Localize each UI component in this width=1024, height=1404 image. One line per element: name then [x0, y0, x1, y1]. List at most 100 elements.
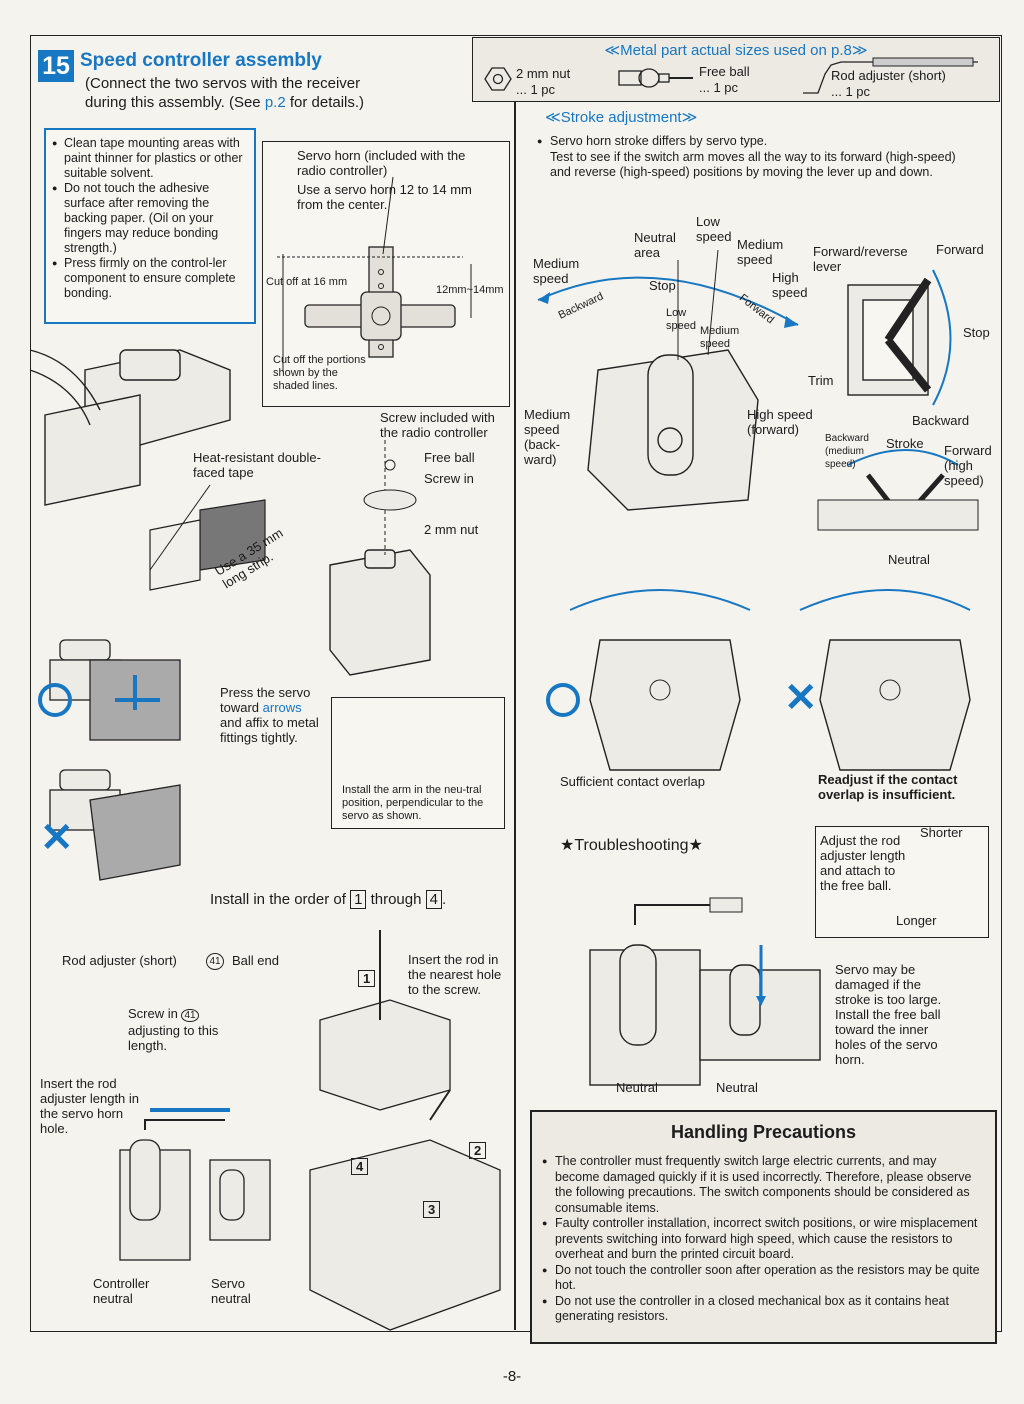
press-servo-note: Press the servo toward arrows and affix …	[220, 685, 325, 745]
tip-item: Press firmly on the control-ler componen…	[52, 256, 248, 301]
backward-label: Backward	[912, 413, 970, 428]
ok-overlap-icon	[546, 683, 580, 717]
order-text-mid: through	[366, 891, 426, 908]
column-divider	[514, 100, 516, 1330]
page-number: -8-	[502, 1368, 522, 1385]
horn-line2: Use a servo horn 12 to 14 mm from the ce…	[297, 182, 472, 212]
overlap-ok-drawing	[589, 639, 741, 771]
tape-strip	[149, 499, 266, 591]
free-ball-label: Free ball	[424, 450, 475, 465]
insert-nearest-note: Insert the rod in the nearest hole to th…	[408, 952, 502, 997]
neutral-note-box: Install the arm in the neu-tral position…	[331, 697, 505, 829]
step-1-badge: 1	[358, 970, 376, 987]
low-speed-inner-label: Low speed	[666, 307, 696, 332]
nut-label: 2 mm nut	[424, 522, 479, 537]
subtitle-line2: during this assembly. (See p.2 for detai…	[85, 93, 364, 112]
tape-label: Heat-resistant double-faced tape	[193, 450, 321, 480]
metal-part-free-ball: Free ball... 1 pc	[699, 64, 750, 96]
servo-horn-box: Servo horn (included with the radio cont…	[262, 141, 510, 407]
stroke-intro-item: Servo horn stroke differs by servo type.…	[537, 134, 977, 181]
metal-parts-box: ≪Metal part actual sizes used on p.8≫ 2 …	[472, 37, 1000, 102]
screw-text-b: adjusting to this length.	[128, 1023, 219, 1053]
ball-end-label: Ball end	[232, 953, 279, 968]
stroke-intro-1: Servo horn stroke differs by servo type.	[550, 134, 768, 148]
medium-speed-inner-label: Medium speed	[700, 325, 740, 350]
servo-body	[329, 549, 431, 676]
stroke-label: Stroke	[886, 436, 924, 451]
part-qty: ... 1 pc	[516, 82, 556, 97]
stop-label-right: Stop	[963, 325, 990, 340]
mount-correct	[49, 639, 181, 741]
mount-wrong	[49, 769, 181, 881]
servo-damage-note: Servo may be damaged if the stroke is to…	[835, 962, 942, 1067]
overlap-diagrams	[569, 589, 971, 771]
controller-body	[44, 349, 231, 506]
tips-box: Clean tape mounting areas with paint thi…	[44, 128, 256, 324]
nut-icon	[484, 67, 512, 91]
tip-item: Do not touch the adhesive surface after …	[52, 181, 248, 256]
forward-label: Forward	[936, 242, 984, 257]
metal-parts-drawings	[484, 57, 978, 94]
assembly-drawing	[309, 999, 501, 1331]
horn-range-label: 12mm~14mm	[436, 284, 504, 296]
step-2-badge: 2	[469, 1142, 487, 1159]
insert-rod-note: Insert the rod adjuster length in the se…	[40, 1076, 140, 1136]
part-name: Rod adjuster (short)	[831, 68, 946, 83]
metal-part-rod-adjuster: Rod adjuster (short)... 1 pc	[831, 68, 946, 100]
order-text: Install in the order of	[210, 891, 351, 908]
high-forward-label: High speed (forward)	[747, 407, 813, 437]
low-speed-label: Low speed	[696, 214, 732, 244]
order-step-1: 1	[350, 890, 367, 909]
handling-title: Handling Precautions	[670, 1122, 857, 1142]
troubleshooting-title: ★Troubleshooting★	[560, 837, 703, 854]
adjust-note: Adjust the rod adjuster length and attac…	[820, 833, 906, 893]
trim-label: Trim	[808, 373, 834, 388]
stroke-intro-2: Test to see if the switch arm moves all …	[550, 149, 956, 180]
page-link[interactable]: p.2	[264, 94, 286, 111]
servo-horn-drawing	[277, 176, 472, 372]
neutral-right-label: Neutral	[716, 1080, 758, 1095]
step-subtitle: (Connect the two servos with the receive…	[85, 74, 364, 112]
controller-side-drawing	[589, 944, 821, 1086]
part-name: Free ball	[699, 64, 750, 79]
step-number-badge: 15	[38, 50, 74, 82]
shorter-label: Shorter	[920, 825, 963, 840]
horn-line1: Servo horn (included with the radio cont…	[297, 148, 466, 178]
overlap-bad-drawing	[819, 639, 971, 771]
stop-label: Stop	[649, 278, 676, 293]
servo-neutral-label: Servo neutral	[211, 1276, 251, 1306]
incorrect-mark-icon: ✕	[40, 816, 74, 860]
stroke-intro: Servo horn stroke differs by servo type.…	[537, 134, 977, 181]
screw-in-41-note: Screw in 41 adjusting to this length.	[128, 1006, 228, 1053]
stroke-title: ≪Stroke adjustment≫	[545, 109, 698, 126]
neutral-area-label: Neutral area	[634, 230, 676, 260]
metal-part-nut: 2 mm nut... 1 pc	[516, 66, 570, 98]
backward-medium-label: Backward (medium speed)	[825, 433, 869, 470]
ok-overlap-label: Sufficient contact overlap	[560, 774, 706, 789]
step-3-badge: 3	[423, 1201, 441, 1218]
correct-mark-icon	[38, 683, 72, 717]
precaution-item: The controller must frequently switch la…	[542, 1154, 982, 1216]
screw-included-label: Screw included with the radio controller	[380, 410, 495, 440]
precaution-item: Do not use the controller in a closed me…	[542, 1294, 982, 1325]
neutral-left-label: Neutral	[616, 1080, 658, 1095]
part-name: 2 mm nut	[516, 66, 571, 81]
adjust-note-box: Adjust the rod adjuster length and attac…	[815, 825, 989, 938]
stroke-diagram	[537, 249, 979, 531]
precaution-item: Faulty controller installation, incorrec…	[542, 1216, 982, 1263]
part-qty: ... 1 pc	[699, 80, 739, 95]
troubleshoot-drawing	[589, 897, 821, 1086]
metal-parts-title: ≪Metal part actual sizes used on p.8≫	[604, 42, 868, 59]
tip-item: Clean tape mounting areas with paint thi…	[52, 136, 248, 181]
press-text-b: and affix to metal fittings tightly.	[220, 715, 319, 745]
switch-body	[587, 349, 759, 511]
cut-off-label: Cut off at 16 mm	[266, 276, 348, 288]
cut-note: Cut off the portions shown by the shaded…	[273, 354, 366, 392]
precaution-item: Do not touch the controller soon after o…	[542, 1263, 982, 1294]
subtitle-text-b: for details.)	[285, 94, 365, 111]
bad-overlap-icon: ✕	[784, 676, 818, 720]
forward-high-label: Forward (high speed)	[944, 443, 992, 488]
press-arrows-text: arrows	[262, 700, 302, 715]
order-text-end: .	[441, 891, 447, 908]
controller-neutral-drawing	[119, 1139, 271, 1261]
